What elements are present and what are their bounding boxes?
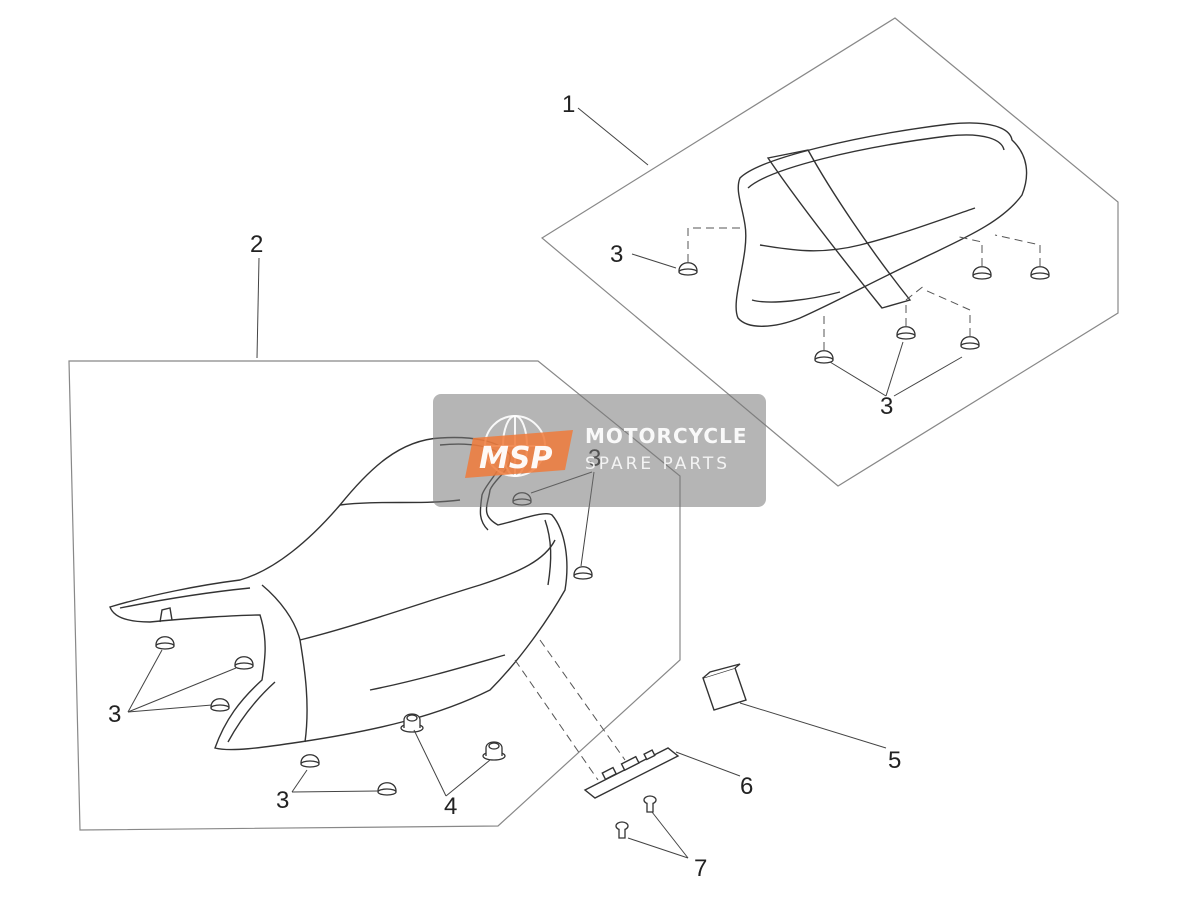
rear-seat-mount-lines (687, 227, 1041, 350)
rear-seat-bumpers (678, 262, 1050, 364)
callout-1: 1 (562, 91, 575, 118)
front-seat-mount-lines (514, 639, 626, 781)
bumper-front-left-3 (210, 698, 230, 712)
bumper-front-bottom-2 (377, 782, 397, 796)
watermark: MSP MOTORCYCLE SPARE PARTS (433, 394, 766, 507)
callout-3-rear-bottom: 3 (880, 393, 893, 420)
bumper-rear-5 (960, 336, 980, 350)
msp-globe-logo-icon: MSP (465, 415, 573, 478)
bumper-front-right (573, 566, 593, 580)
callout-7: 7 (694, 855, 707, 882)
watermark-logo-text: MSP (479, 441, 552, 476)
rear-seat-frame (540, 17, 1119, 487)
callout-6: 6 (740, 773, 753, 800)
bumper-rear-6 (814, 350, 834, 364)
bumper-rear-4 (896, 326, 916, 340)
part-5-block (702, 663, 747, 711)
watermark-line-2: SPARE PARTS (585, 454, 731, 474)
bumper-front-left-1 (155, 636, 175, 650)
stud-2 (482, 741, 506, 761)
callout-2: 2 (250, 231, 263, 258)
bumper-front-bottom-1 (300, 754, 320, 768)
screw-2 (615, 821, 629, 839)
callout-3-front-bottom: 3 (276, 787, 289, 814)
front-seat-studs (400, 713, 506, 761)
leader-lines (127, 107, 963, 859)
bumper-front-left-2 (234, 656, 254, 670)
part-6-plate (583, 747, 680, 799)
stud-1 (400, 713, 424, 733)
screw-1 (643, 795, 657, 813)
bumper-rear-2 (972, 266, 992, 280)
callout-5: 5 (888, 747, 901, 774)
callout-4: 4 (444, 793, 457, 820)
bumper-rear-3 (1030, 266, 1050, 280)
callout-3-rear-left: 3 (610, 241, 623, 268)
front-seat-frame (68, 360, 681, 831)
bumper-rear-1 (678, 262, 698, 276)
callout-3-front-left: 3 (108, 701, 121, 728)
watermark-line-1: MOTORCYCLE (585, 424, 748, 448)
rear-seat (735, 122, 1028, 327)
part-7-screws (615, 795, 657, 839)
